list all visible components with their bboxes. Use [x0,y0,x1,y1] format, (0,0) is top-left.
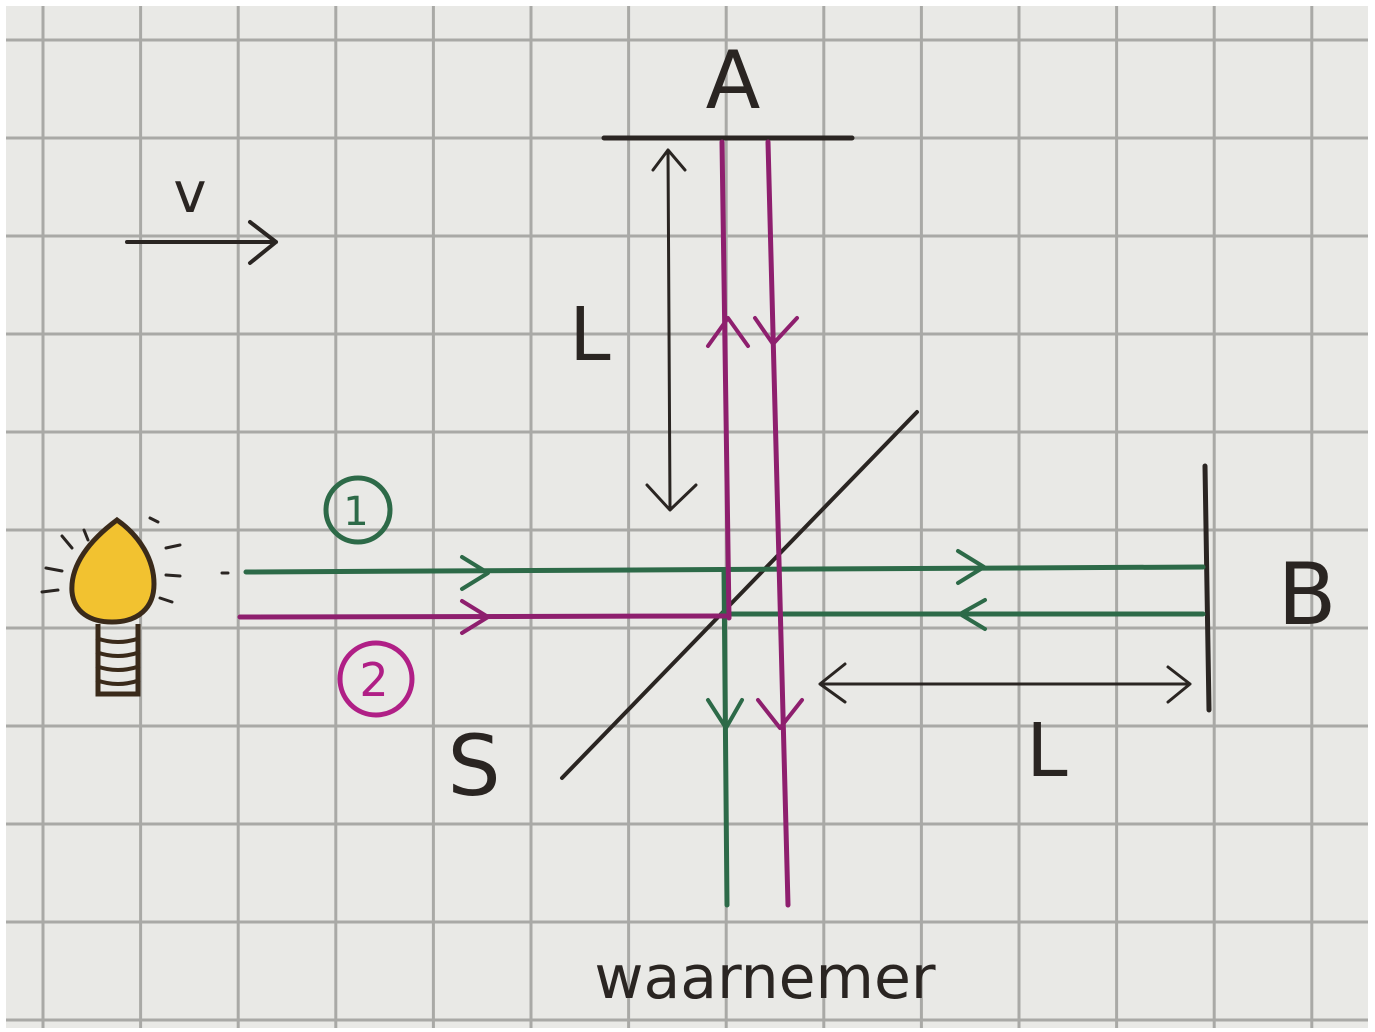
beam-2-label: 2 [359,653,388,707]
mirror-a-label: A [706,34,761,127]
vertical-length-label: L [569,292,610,378]
horizontal-length-label: L [1026,708,1067,794]
beam-1-label: 1 [343,489,368,535]
beam-2-path [237,139,804,908]
beam-1-marker: 1 [323,475,393,545]
beam-2-marker: 2 [337,640,415,718]
beam-splitter-label: S [447,717,500,815]
velocity-label: v [173,161,206,226]
paper-background [6,6,1368,1028]
velocity-arrow [125,220,278,265]
mirror-b [1202,463,1212,713]
mirror-b-label: B [1278,545,1337,645]
beam-splitter [560,410,919,780]
observer-label: waarnemer [594,943,936,1013]
graph-paper-grid [6,6,1368,1028]
horizontal-length-arrow [818,662,1192,704]
vertical-length-arrow [645,148,698,512]
light-bulb-icon [40,516,230,697]
beam-1-path [243,549,1206,908]
